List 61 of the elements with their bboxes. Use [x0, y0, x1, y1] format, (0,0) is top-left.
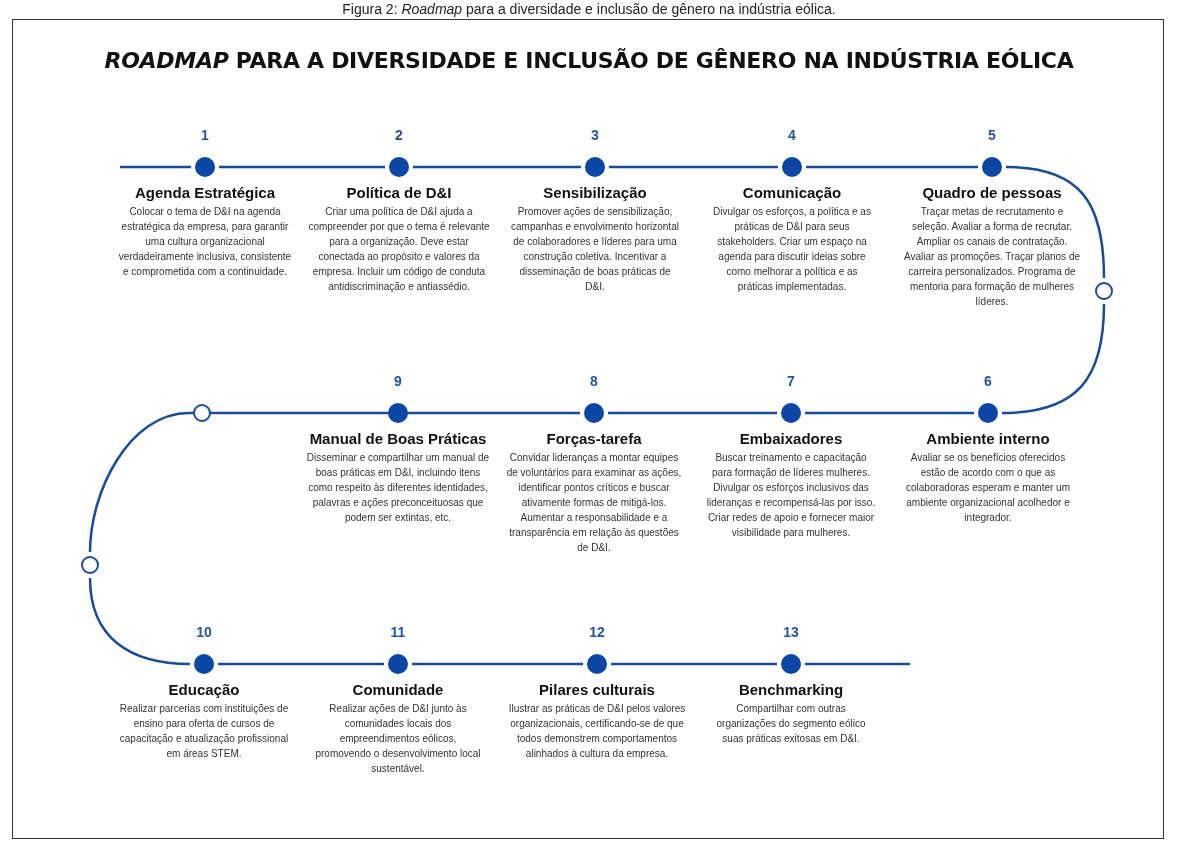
timeline-connector	[806, 165, 978, 169]
step-description: Convidar lideranças a montar equipes de voluntários para examinar as ações, identificar pontos críticos e buscar ativamente formas de mitigá-los. Aumentar a responsabilidade e a transparência em relação às questões de D&I.	[505, 451, 683, 555]
step-heading: Agenda Estratégica	[133, 184, 276, 201]
open-circle-marker	[1095, 282, 1113, 300]
step-number: 4	[787, 127, 797, 143]
timeline-connector	[219, 165, 385, 169]
diagram-title: ROADMAP PARA A DIVERSIDADE E INCLUSÃO DE GÊNERO NA INDÚSTRIA EÓLICA	[104, 48, 1074, 73]
step-number: 3	[590, 127, 600, 143]
timeline-connector	[412, 411, 580, 415]
step-heading: Ambiente interno	[925, 430, 1051, 447]
step-description: Criar uma política de D&I ajuda a compreender por que o tema é relevante para a organização. Deve estar conectada ao propósito e valores da empresa. Incluir um código de conduta antidiscriminação e antiassédio.	[308, 205, 490, 294]
step-heading: Benchmarking	[737, 681, 845, 698]
timeline-connector	[120, 165, 191, 169]
step-description: Ilustrar as práticas de D&I pelos valores organizacionais, certificando-se de que todos demonstrem comportamentos alinhados à cultura da empresa.	[507, 702, 687, 761]
step-number: 6	[983, 373, 993, 389]
timeline-connector	[805, 411, 974, 415]
timeline-connector	[1005, 165, 1106, 279]
step-description: Buscar treinamento e capacitação para formação de líderes mulheres. Divulgar os esforços inclusivos das lideranças e recompensá-las por isso. Criar redes de apoio e fornecer maior visibilidade para mulheres.	[705, 451, 877, 540]
timeline-connector	[218, 662, 384, 666]
step-heading: Educação	[167, 681, 241, 698]
step-description: Colocar o tema de D&I na agenda estratégica da empresa, para garantir uma cultura organizacional verdadeiramente inclusiva, consistente e comprometida com a continuidade.	[117, 205, 293, 279]
step-description: Realizar parcerias com instituições de ensino para oferta de cursos de capacitação e atualização profissional em áreas STEM.	[119, 702, 289, 761]
step-description: Promover ações de sensibilização, campanhas e envolvimento horizontal de colaboradores e líderes para uma construção coletiva. Incentivar a disseminação de boas práticas de D&I.	[510, 205, 680, 294]
step-description: Avaliar se os benefícios oferecidos estão de acordo com o que as colaboradoras esperam e manter um ambiente organizacional acolhedor e integrador.	[905, 451, 1071, 525]
step-number: 12	[588, 624, 606, 640]
open-circle-marker	[81, 556, 99, 574]
timeline-connector	[1001, 303, 1106, 415]
step-description: Compartilhar com outras organizações do segmento eólico suas práticas exitosas em D&I.	[715, 702, 867, 746]
timeline-connector	[413, 165, 581, 169]
timeline-connector	[189, 411, 412, 415]
timeline-connector	[608, 411, 777, 415]
step-description: Disseminar e compartilhar um manual de boas práticas em D&I, incluindo itens como respeito às diferentes identidades, palavras e ações preconceituosas que podem ser extintas, etc.	[305, 451, 491, 525]
step-number: 5	[987, 127, 997, 143]
figure-caption: Figura 2: Roadmap para a diversidade e inclusão de gênero na indústria eólica.	[342, 1, 836, 17]
timeline-connector	[88, 577, 191, 666]
step-description: Realizar ações de D&I junto às comunidades locais dos empreendimentos eólicos, promovendo o desenvolvimento local sustentável.	[314, 702, 482, 776]
step-description: Divulgar os esforços, a política e as práticas de D&I para seus stakeholders. Criar um espaço na agenda para discutir ideias sobre como melhorar a política e as práticas implementadas.	[712, 205, 872, 294]
step-description: Traçar metas de recrutamento e seleção. Avaliar a forma de recrutar. Ampliar os canais de contratação. Avaliar as promoções. Traçar planos de carreira personalizados. Programa de mentoria para formação de mulheres líderes.	[903, 205, 1081, 309]
step-number: 13	[782, 624, 800, 640]
timeline-connector	[412, 662, 583, 666]
step-number: 10	[195, 624, 213, 640]
step-heading: Quadro de pessoas	[921, 184, 1063, 201]
timeline-connector	[609, 165, 778, 169]
step-heading: Manual de Boas Práticas	[308, 430, 488, 447]
timeline-connector	[805, 662, 910, 666]
step-number: 9	[393, 373, 403, 389]
step-heading: Forças-tarefa	[545, 430, 643, 447]
step-heading: Pilares culturais	[538, 681, 656, 698]
timeline-connector	[611, 662, 777, 666]
step-heading: Comunicação	[741, 184, 843, 201]
step-number: 1	[200, 127, 210, 143]
timeline-connector	[88, 411, 190, 553]
step-heading: Embaixadores	[738, 430, 844, 447]
step-number: 2	[394, 127, 404, 143]
step-number: 8	[589, 373, 599, 389]
step-heading: Política de D&I	[345, 184, 453, 201]
open-circle-marker	[193, 404, 211, 422]
step-heading: Sensibilização	[542, 184, 648, 201]
step-heading: Comunidade	[351, 681, 445, 698]
step-number: 7	[786, 373, 796, 389]
step-number: 11	[389, 624, 407, 640]
